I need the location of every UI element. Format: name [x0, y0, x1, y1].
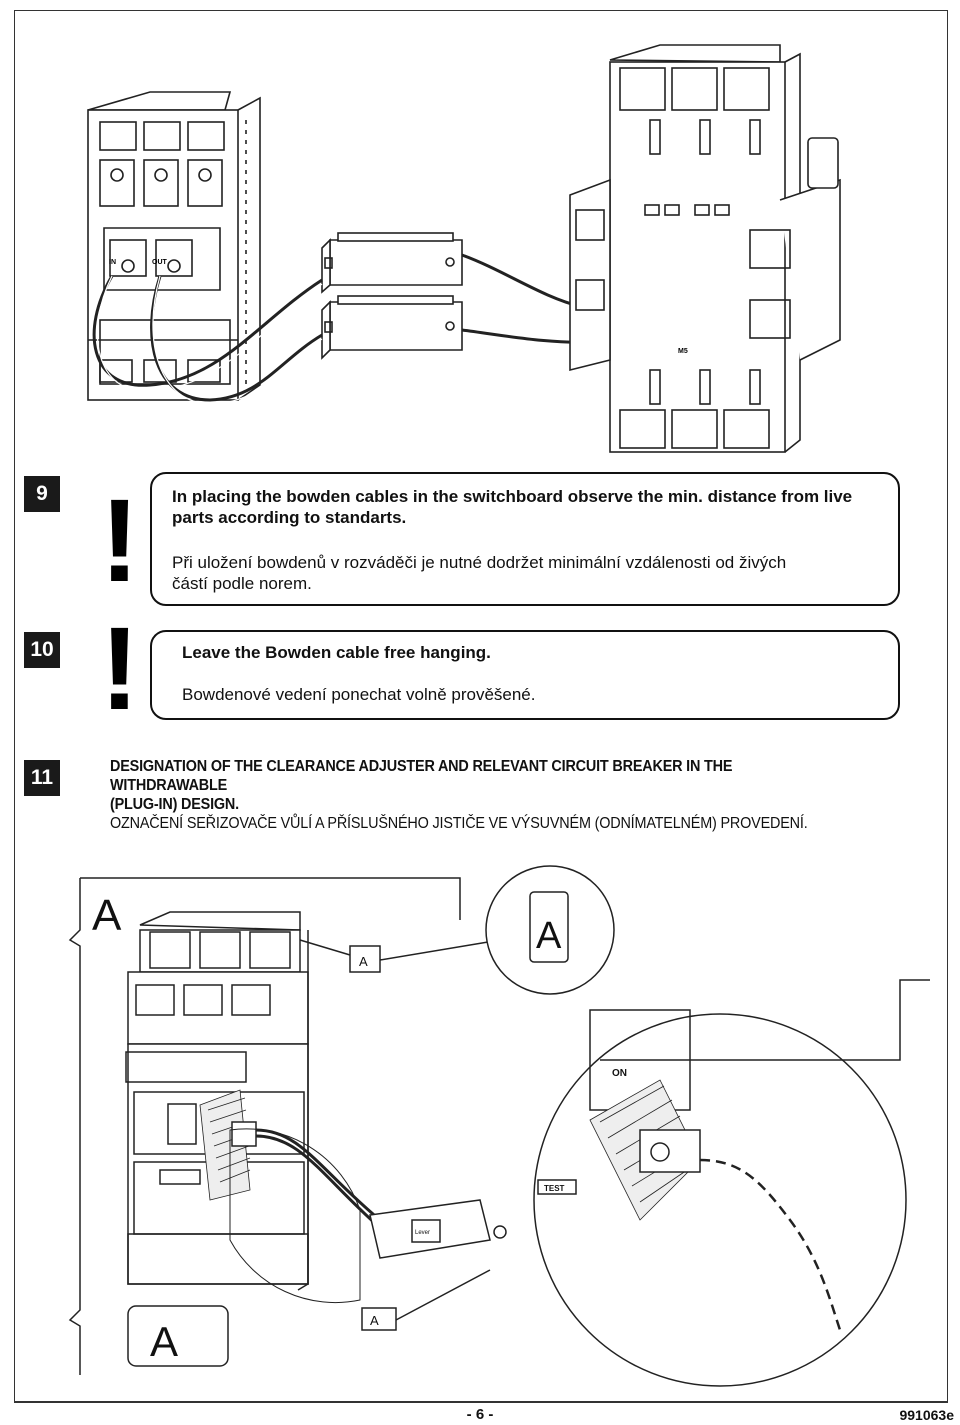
label-a-plate: A	[150, 1318, 178, 1365]
step-9-badge: 9	[24, 476, 60, 512]
step-11-text-cz: OZNAČENÍ SEŘIZOVAČE VŮLÍ A PŘÍSLUŠNÉHO J…	[110, 815, 808, 832]
note-box-step-10: Leave the Bowden cable free hanging. Bow…	[150, 630, 900, 720]
label-a-small-top: A	[359, 954, 368, 969]
label-a-large: A	[92, 891, 122, 940]
left-circuit-breaker	[87, 91, 261, 401]
note-box-step-9: In placing the bowden cables in the swit…	[150, 472, 900, 606]
step-10-badge: 10	[24, 632, 60, 668]
label-out: OUT	[152, 259, 168, 266]
document-number: 991063e	[899, 1407, 954, 1423]
step-10-text-en: Leave the Bowden cable free hanging.	[182, 643, 491, 662]
warning-mark-step-9: !	[100, 475, 140, 607]
label-in: IN	[109, 259, 116, 266]
step-11-text-en-line2: (PLUG-IN) DESIGN.	[110, 796, 239, 813]
warning-mark-step-10: !	[100, 603, 140, 735]
step-9-text-en: In placing the bowden cables in the swit…	[172, 487, 853, 527]
zoom-circle-detail: ON TEST	[533, 1009, 907, 1387]
designation-plate-large	[127, 1305, 229, 1367]
footer-rule	[14, 1402, 948, 1403]
label-test: TEST	[544, 1184, 565, 1193]
clearance-adjuster-lower	[321, 295, 463, 360]
withdrawable-breaker	[125, 911, 309, 1291]
plug-in-base	[569, 44, 841, 453]
step-11-text: DESIGNATION OF THE CLEARANCE ADJUSTER AN…	[110, 757, 835, 833]
label-on: ON	[612, 1068, 627, 1079]
page-frame	[14, 10, 948, 1402]
step-11-badge: 11	[24, 760, 60, 796]
knob-detail-hatching	[199, 1089, 251, 1201]
clearance-adjuster-upper	[321, 232, 463, 294]
designation-illustration: A A	[68, 865, 930, 1387]
label-a-small-bottom: A	[370, 1313, 379, 1328]
clearance-adjuster: Lever	[369, 1199, 507, 1259]
step-10-text-cz: Bowdenové vedení ponechat volně prověšen…	[182, 685, 536, 704]
label-base-mark: M5	[678, 348, 688, 355]
step-11-text-en-line1: DESIGNATION OF THE CLEARANCE ADJUSTER AN…	[110, 758, 733, 794]
step-9-text-cz: Při uložení bowdenů v rozváděči je nutné…	[172, 553, 787, 593]
page-number: - 6 -	[466, 1406, 494, 1423]
designation-plate-small	[361, 1307, 397, 1331]
label-a-zoom: A	[536, 915, 562, 957]
adjuster-label: Lever	[415, 1230, 430, 1236]
bowden-cable-installation-illustration: IN OUT	[87, 44, 841, 453]
